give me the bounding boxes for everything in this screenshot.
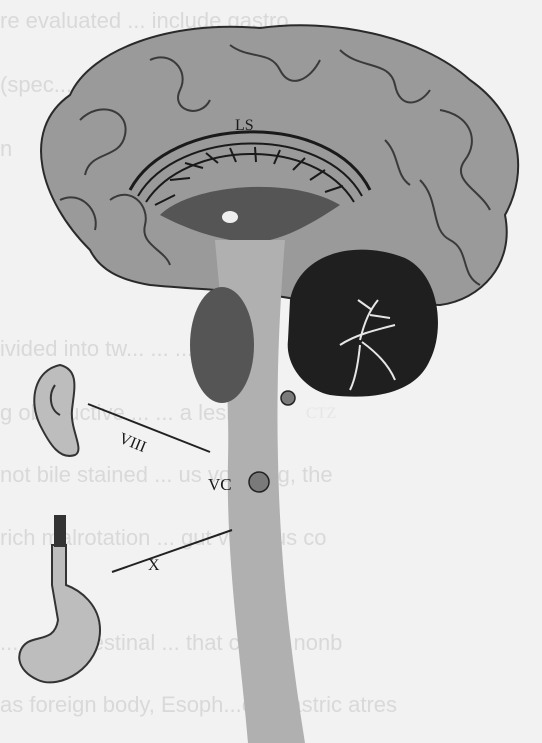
nerve-x-line [112,530,232,572]
label-vc: VC [208,475,232,494]
ctz-node [281,391,295,405]
esophagus [54,515,66,547]
label-ls: LS [235,117,254,134]
label-ctz: CTZ [306,405,336,422]
vc-node [249,472,269,492]
ear-icon [34,365,78,456]
label-x: X [148,557,160,574]
pons-oval [190,287,254,403]
thalamus-spot [222,211,238,223]
stomach-icon [19,545,100,682]
label-viii: VIII [117,430,149,456]
nerve-viii-line [88,404,210,452]
cerebellum [288,250,438,397]
